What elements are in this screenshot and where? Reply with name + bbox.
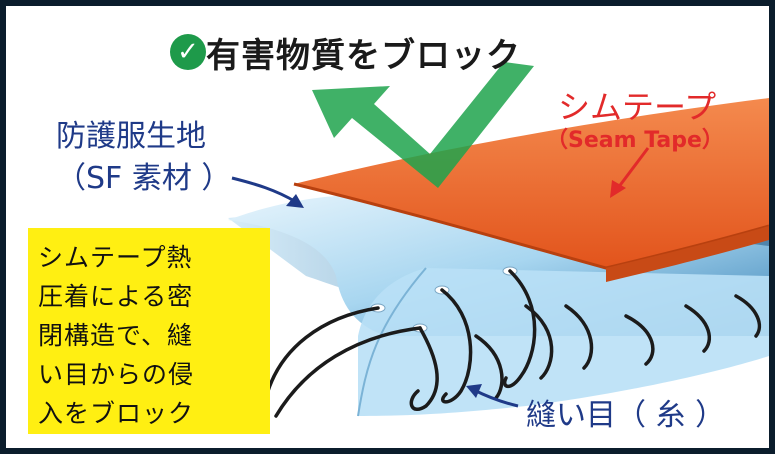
stitch-label: 縫い目（ 糸 ） [526,398,726,433]
note-line: 入をブロック [38,399,195,428]
seam-tape-side [606,226,769,282]
stitch-pointer-arrow [466,384,519,408]
fabric-label-line1: 防護服生地 [56,119,206,154]
layer-illustration [228,62,769,418]
seam-tape-label: シムテープ [558,88,717,126]
fabric-label: 防護服生地 （SF 素材 ） [56,116,231,200]
note-line: 閉構造で、縫 [38,321,194,350]
check-circle-icon: ✓ [170,34,206,70]
headline-text: 有害物質をブロック [206,36,521,76]
note-line: シムテープ熱 [38,243,193,272]
diagram-frame: ✓ 有害物質をブロック シムテープ （Seam Tape） 防護服生地 （SF … [6,6,769,448]
green-check-arrow [312,62,534,188]
note-line: 圧着による密 [38,282,194,311]
seam-tape-english-label: （Seam Tape） [546,128,724,153]
fabric-label-line2: （SF 素材 ） [56,161,232,196]
fabric-flap [358,268,769,416]
fabric-pointer-arrow [231,176,304,208]
note-line: い目からの侵 [38,360,195,389]
seam-tape-layer [294,98,769,268]
explanation-note: シムテープ熱 圧着による密 閉構造で、縫 い目からの侵 入をブロック [28,228,270,434]
seam-tape-edge [293,182,769,270]
fabric-flap-edge [357,267,427,417]
seam-tape-pointer-arrow [610,147,650,198]
stitch-thread [262,269,762,418]
